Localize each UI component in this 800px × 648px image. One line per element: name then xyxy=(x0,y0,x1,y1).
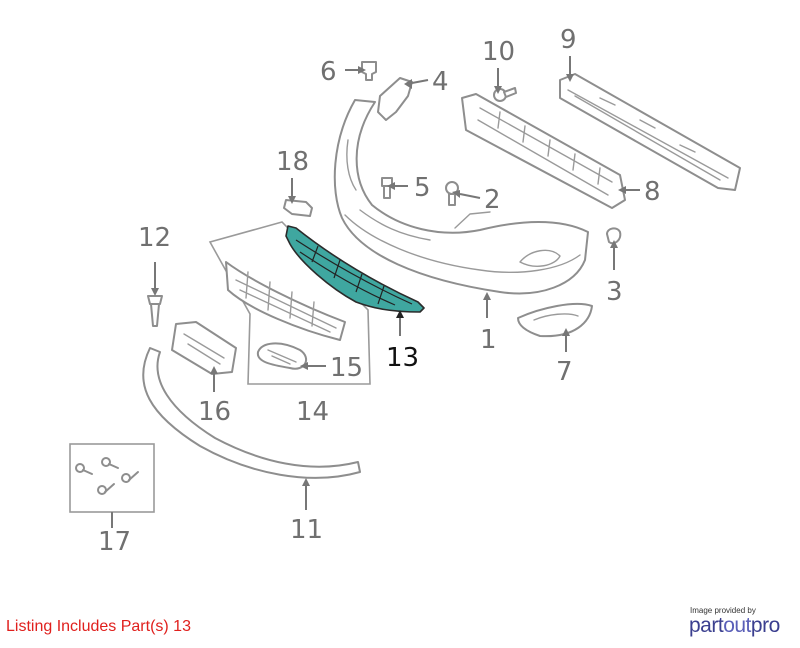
callout-17: 17 xyxy=(98,527,131,557)
part-7-fog-bezel xyxy=(517,302,593,338)
callout-14: 14 xyxy=(296,397,329,427)
callout-2: 2 xyxy=(484,185,501,215)
brand-part3: pro xyxy=(750,614,780,637)
callout-4: 4 xyxy=(432,67,449,97)
callout-1: 1 xyxy=(480,325,497,355)
callout-3: 3 xyxy=(606,277,623,307)
callout-7: 7 xyxy=(556,357,573,387)
listing-includes-text: Listing Includes Part(s) 13 xyxy=(6,618,191,635)
callout-8: 8 xyxy=(644,177,661,207)
part-17-hardware-box xyxy=(69,443,155,513)
part-2-screw xyxy=(445,181,459,206)
part-1-bumper-cover xyxy=(333,99,589,295)
part-8-energy-absorber xyxy=(461,93,626,209)
callout-9: 9 xyxy=(560,25,577,55)
callout-16: 16 xyxy=(198,397,231,427)
part-4-bracket xyxy=(377,77,413,121)
part-13-grille-highlighted[interactable] xyxy=(285,225,425,313)
callout-13-selected[interactable]: 13 xyxy=(386,343,419,373)
part-12-push-pin xyxy=(147,295,163,327)
part-3-grommet xyxy=(606,227,622,245)
callout-6: 6 xyxy=(320,57,337,87)
brand-part1: part xyxy=(689,614,724,637)
part-16-plate-bracket xyxy=(171,321,237,375)
partoutpro-logo: partoutpro xyxy=(689,614,780,638)
leader-lines xyxy=(111,56,640,528)
part-18-clip xyxy=(283,199,313,217)
brand-part2: out xyxy=(723,614,751,637)
part-15-grille-insert xyxy=(256,342,308,370)
callout-18: 18 xyxy=(276,147,309,177)
callout-10: 10 xyxy=(482,37,515,67)
callout-15: 15 xyxy=(330,353,363,383)
callout-5: 5 xyxy=(414,173,431,203)
part-6-clip xyxy=(361,61,377,81)
part-9-reinforcement-bar xyxy=(559,73,741,191)
callout-12: 12 xyxy=(138,223,171,253)
callout-11: 11 xyxy=(290,515,323,545)
image-provided-by-text: Image provided by xyxy=(690,606,756,615)
part-5-bolt xyxy=(381,177,393,199)
part-14-grille-box xyxy=(208,221,371,385)
part-11-lower-valance xyxy=(142,347,361,479)
